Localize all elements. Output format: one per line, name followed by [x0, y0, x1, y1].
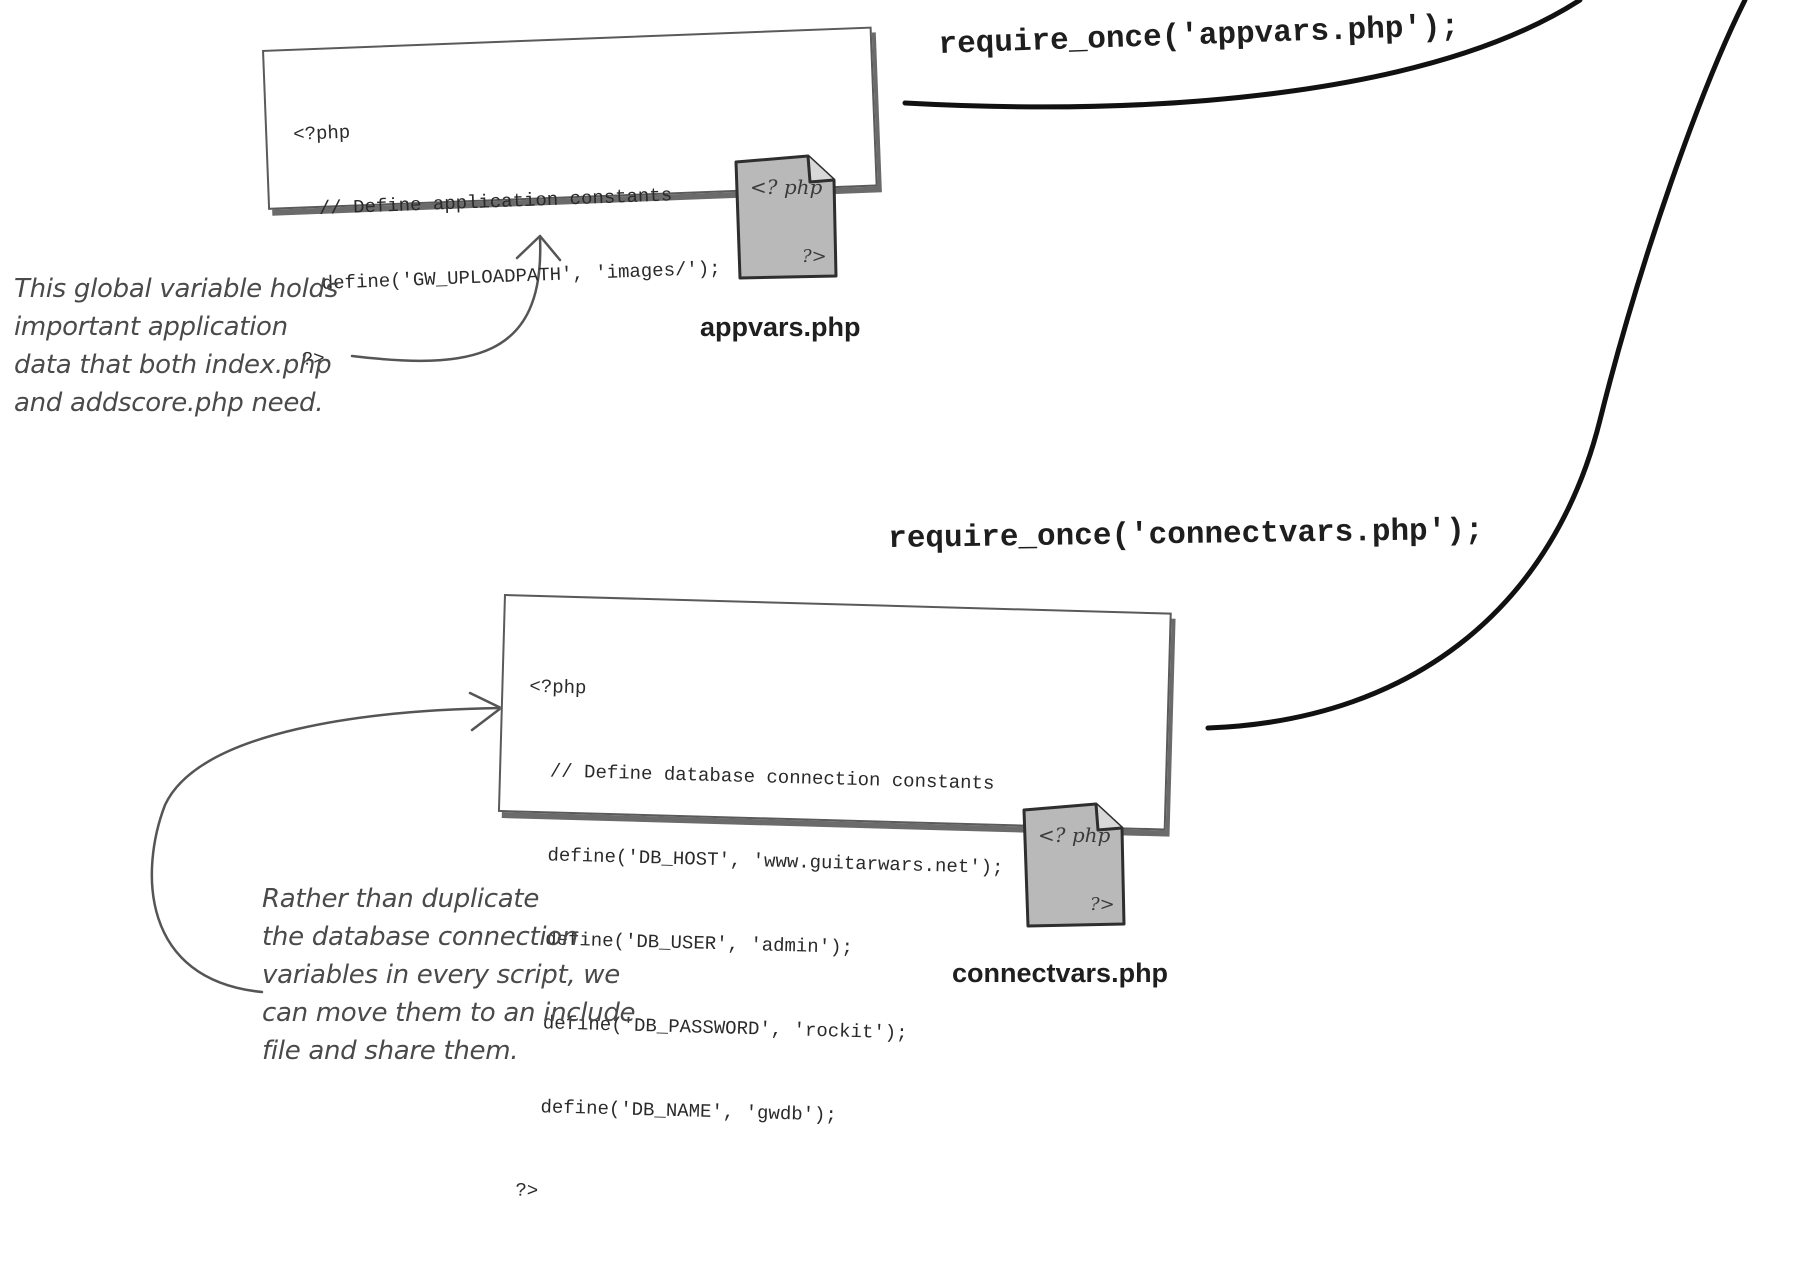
annotation-line: This global variable holds [14, 274, 338, 304]
annotation-duplicate: Rather than duplicate the database conne… [262, 880, 682, 1070]
annotation-arrow-global [350, 236, 542, 363]
connectvars-code-card: <?php // Define database connection cons… [497, 594, 1172, 1202]
connector-line-connectvars [1205, 0, 1748, 731]
code-line: ?> [515, 1179, 539, 1203]
icon-label-bottom: ?> [802, 246, 827, 267]
annotation-line: variables in every script, we [262, 960, 620, 990]
annotation-line: and addscore.php need. [14, 388, 324, 418]
icon-label-top: <? php [1038, 823, 1111, 847]
icon-label-top: <? php [750, 175, 823, 199]
annotation-arrow-duplicate [150, 706, 502, 994]
php-file-icon: <? php ?> [1022, 802, 1126, 928]
php-file-icon: <? php ?> [734, 154, 838, 280]
code-line: define('DB_NAME', 'gwdb'); [517, 1095, 838, 1127]
annotation-arrowhead-global [515, 234, 562, 262]
annotation-line: data that both index.php [14, 350, 332, 380]
annotation-line: the database connection [262, 922, 579, 952]
connector-lines [150, 0, 1748, 994]
annotation-arrowhead-duplicate [468, 691, 503, 732]
annotation-line: Rather than duplicate [262, 884, 540, 914]
appvars-filename: appvars.php [700, 312, 861, 342]
connector-line-appvars [902, 0, 1583, 110]
icon-label-bottom: ?> [1090, 894, 1115, 915]
annotation-line: important application [14, 312, 288, 342]
code-line: // Define database connection constants [526, 759, 995, 795]
code-line: <?php [292, 121, 351, 146]
diagram-canvas: require_once('appvars.php'); require_onc… [14, 0, 1748, 1202]
connectvars-filename: connectvars.php [952, 958, 1169, 988]
code-line: <?php [529, 675, 587, 700]
annotation-line: can move them to an include [262, 998, 636, 1028]
annotation-global-variable: This global variable holds important app… [14, 270, 374, 422]
annotation-line: file and share them. [262, 1036, 519, 1066]
